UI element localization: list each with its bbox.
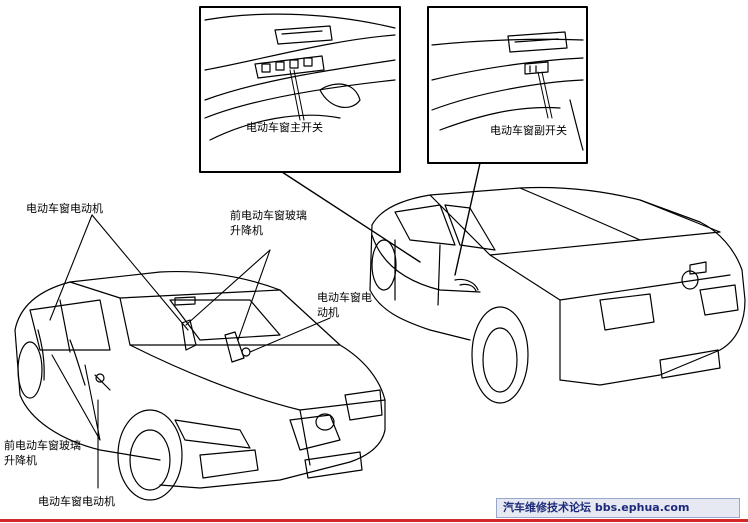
front-regulator-label-top-line2: 升降机 bbox=[230, 224, 263, 237]
bottom-rule bbox=[0, 519, 748, 522]
inset-main-switch bbox=[199, 6, 401, 173]
front-regulator-label-top-line1: 前电动车窗玻璃 bbox=[230, 209, 307, 222]
motor-label-right: 电动车窗电 动机 bbox=[317, 290, 372, 320]
front-regulator-label-bottom-line2: 升降机 bbox=[4, 454, 37, 467]
front-car bbox=[14, 270, 386, 501]
front-regulator-label-bottom: 前电动车窗玻璃 升降机 bbox=[4, 438, 81, 468]
front-regulator-label-bottom-line1: 前电动车窗玻璃 bbox=[4, 439, 81, 452]
front-regulator-label-top: 前电动车窗玻璃 升降机 bbox=[230, 208, 307, 238]
watermark: 汽车维修技术论坛 bbs.ephua.com bbox=[496, 498, 740, 518]
motor-label-bottom: 电动车窗电动机 bbox=[38, 495, 115, 508]
leader-lines bbox=[49, 214, 331, 489]
main-switch-label: 电动车窗主开关 bbox=[246, 121, 323, 134]
motor-label-right-line2: 动机 bbox=[317, 306, 339, 319]
inset-sub-switch bbox=[427, 6, 588, 164]
motor-label-top: 电动车窗电动机 bbox=[26, 202, 103, 215]
sub-switch-label: 电动车窗副开关 bbox=[490, 124, 567, 137]
motor-label-right-line1: 电动车窗电 bbox=[317, 291, 372, 304]
rear-car bbox=[369, 186, 746, 404]
